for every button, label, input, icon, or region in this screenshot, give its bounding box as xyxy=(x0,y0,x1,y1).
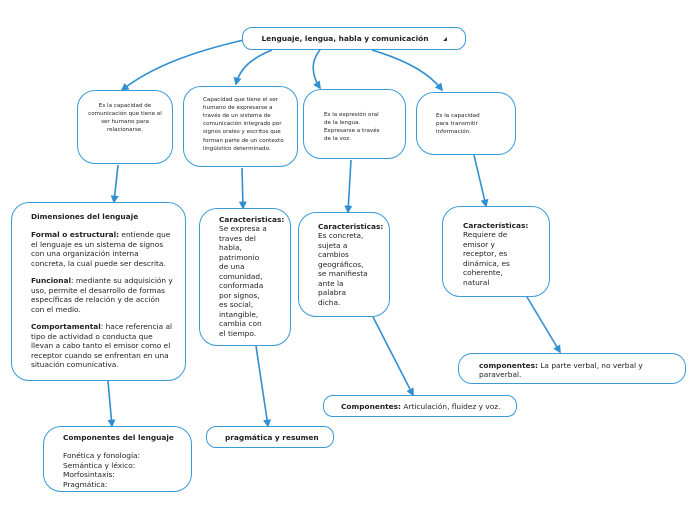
comunicacion-componentes: componentes: La parte verbal, no verbal … xyxy=(479,361,643,380)
collapse-triangle-icon[interactable] xyxy=(443,37,447,41)
link-root-comunicacion xyxy=(371,49,443,92)
componente-4: Pragmática: xyxy=(63,479,108,489)
comunicacion-definition-node[interactable]: Es la capacidad para transmitir informac… xyxy=(416,92,516,155)
habla-componentes: Componentes: Articulación, fluidez y voz… xyxy=(341,402,501,411)
lengua-extra-label: pragmática y resumen xyxy=(225,433,319,442)
dimension-formal: Formal o estructural: entiende que el le… xyxy=(31,230,171,268)
habla-caracteristicas-node[interactable]: Caracteristicas: Es concreta, sujeta a c… xyxy=(298,212,390,317)
link-habla-caract-componentes xyxy=(372,316,414,397)
comunicacion-componentes-node[interactable]: componentes: La parte verbal, no verbal … xyxy=(458,353,686,384)
lenguaje-definition-node[interactable]: Es la capacidad de comunicación que tien… xyxy=(77,90,173,164)
dimensiones-node[interactable]: Dimensiones del lenguaje Formal o estruc… xyxy=(11,202,186,381)
habla-definition-node[interactable]: Es la expresión oral de la lengua. Expre… xyxy=(303,89,406,159)
componente-3: Morfosintaxis: xyxy=(63,470,115,480)
root-title: Lenguaje, lengua, habla y comunicación xyxy=(261,34,429,43)
comunicacion-caracteristicas: Características: Requiere de emisor y re… xyxy=(463,221,529,287)
habla-caracteristicas: Caracteristicas: Es concreta, sujeta a c… xyxy=(318,222,384,307)
link-lengua-caracteristicas xyxy=(238,167,247,210)
lengua-definition: Capacidad que tiene el ser humano de exp… xyxy=(203,97,284,152)
dimensiones-title: Dimensiones del lenguaje xyxy=(31,212,139,221)
componente-2: Semántica y léxico: xyxy=(63,460,136,470)
link-comunicacion-caract-componentes xyxy=(526,296,561,354)
dimension-comportamental: Comportamental: hace referencia al tipo … xyxy=(31,322,173,370)
link-lengua-caract-extra xyxy=(255,345,272,428)
link-lenguaje-dimensiones xyxy=(110,164,119,204)
habla-definition: Es la expresión oral de la lengua. Expre… xyxy=(324,112,380,143)
lengua-extra-node[interactable]: pragmática y resumen xyxy=(206,426,334,448)
lengua-caracteristicas: Caracteristicas: Se expresa a traves del… xyxy=(219,215,285,338)
dimension-funcional: Funcional: mediante su adquisición y uso… xyxy=(31,276,173,314)
link-root-lengua xyxy=(233,49,273,86)
lenguaje-definition: Es la capacidad de comunicación que tien… xyxy=(88,103,162,134)
componentes-lenguaje-title: Componentes del lenguaje xyxy=(63,433,174,442)
habla-componentes-node[interactable]: Componentes: Articulación, fluidez y voz… xyxy=(323,395,517,417)
link-root-lenguaje xyxy=(120,38,249,91)
componentes-lenguaje-node[interactable]: Componentes del lenguaje Fonética y fono… xyxy=(43,426,192,492)
comunicacion-caracteristicas-node[interactable]: Características: Requiere de emisor y re… xyxy=(442,206,550,297)
link-habla-caracteristicas xyxy=(344,159,353,214)
root-node[interactable]: Lenguaje, lengua, habla y comunicación xyxy=(242,27,466,50)
link-root-habla xyxy=(312,49,321,90)
link-comunicacion-caracteristicas xyxy=(473,154,489,208)
link-dimensiones-componentes xyxy=(107,380,116,428)
componente-1: Fonética y fonología: xyxy=(63,451,141,461)
lengua-definition-node[interactable]: Capacidad que tiene el ser humano de exp… xyxy=(183,86,298,167)
comunicacion-definition: Es la capacidad para transmitir informac… xyxy=(436,113,480,136)
lengua-caracteristicas-node[interactable]: Caracteristicas: Se expresa a traves del… xyxy=(199,208,291,346)
